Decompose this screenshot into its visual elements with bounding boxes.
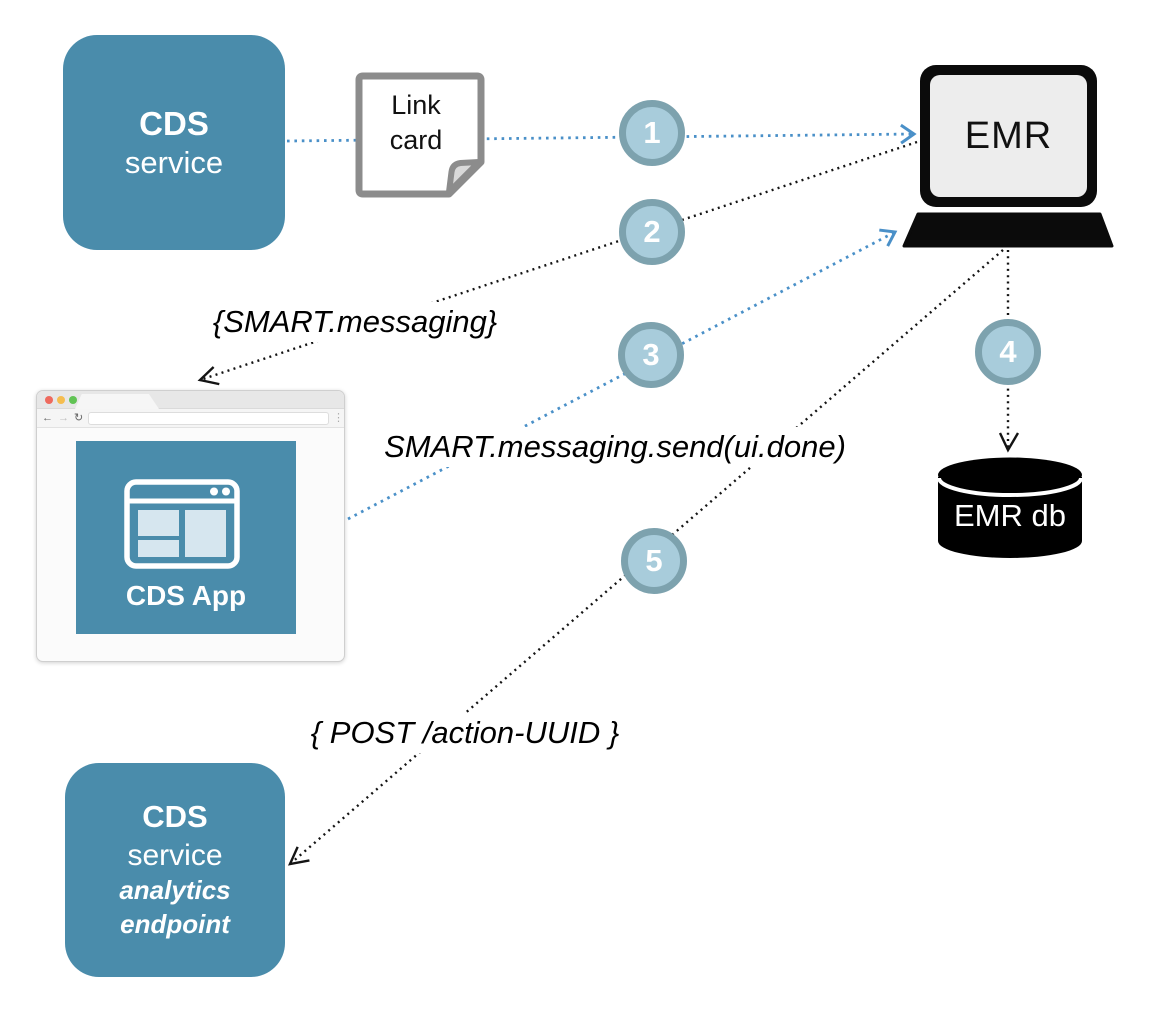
back-icon[interactable]: ← bbox=[42, 411, 53, 424]
analytics-box-detail1: analytics bbox=[119, 875, 231, 906]
step-2-number: 2 bbox=[643, 214, 661, 249]
cds-service-analytics-box: CDS service analytics endpoint bbox=[65, 763, 285, 977]
minimize-window-icon[interactable] bbox=[57, 396, 65, 404]
browser-window: ← → ↻ ⋮ CDS App bbox=[36, 390, 345, 662]
link-card-note: Link card bbox=[355, 72, 485, 198]
emr-label: EMR bbox=[964, 114, 1053, 157]
cds-service-title: CDS bbox=[139, 104, 209, 142]
flow-2-connector bbox=[197, 140, 918, 386]
step-3-number: 3 bbox=[642, 337, 660, 372]
step-circle-3: 3 bbox=[618, 322, 684, 388]
flow-3-connector bbox=[347, 228, 898, 521]
emr-screen: EMR bbox=[930, 75, 1087, 197]
link-card-line1: Link bbox=[391, 90, 441, 120]
link-card-line2: card bbox=[389, 125, 443, 156]
app-window-icon bbox=[124, 479, 240, 569]
browser-tab[interactable] bbox=[75, 394, 159, 409]
step-5-number: 5 bbox=[645, 543, 663, 578]
cds-service-box: CDS service bbox=[63, 35, 285, 250]
analytics-box-title: CDS bbox=[142, 799, 208, 835]
step-circle-2: 2 bbox=[619, 199, 685, 265]
link-card-label: Link card bbox=[355, 88, 477, 158]
note-icon bbox=[355, 72, 485, 198]
step-4-number: 4 bbox=[999, 334, 1017, 369]
emr-laptop-base-icon bbox=[902, 212, 1114, 248]
step-1-number: 1 bbox=[643, 115, 661, 150]
browser-menu-icon[interactable]: ⋮ bbox=[333, 411, 344, 424]
maximize-window-icon[interactable] bbox=[69, 396, 77, 404]
analytics-box-detail2: endpoint bbox=[120, 909, 230, 940]
address-bar-input[interactable] bbox=[88, 411, 329, 425]
browser-body: CDS App bbox=[37, 428, 344, 661]
step-circle-4: 4 bbox=[975, 319, 1041, 385]
emr-db-label: EMR db bbox=[954, 498, 1066, 533]
browser-tabstrip bbox=[37, 391, 344, 409]
step-circle-5: 5 bbox=[621, 528, 687, 594]
smart-send-label: SMART.messaging.send(ui.done) bbox=[376, 427, 854, 467]
reload-icon[interactable]: ↻ bbox=[74, 411, 84, 424]
smart-messaging-label: {SMART.messaging} bbox=[204, 302, 506, 342]
cds-app-label: CDS App bbox=[125, 580, 247, 611]
post-action-label: { POST /action-UUID } bbox=[302, 713, 628, 753]
cds-app-box: CDS App bbox=[76, 441, 296, 634]
analytics-box-subtitle: service bbox=[127, 838, 223, 872]
cds-service-subtitle: service bbox=[124, 144, 224, 180]
emr-db-cylinder: EMR db bbox=[937, 457, 1083, 558]
browser-toolbar: ← → ↻ ⋮ bbox=[37, 409, 344, 428]
emr-laptop: EMR bbox=[920, 65, 1097, 207]
forward-icon[interactable]: → bbox=[58, 411, 69, 424]
close-window-icon[interactable] bbox=[45, 396, 53, 404]
step-circle-1: 1 bbox=[619, 100, 685, 166]
